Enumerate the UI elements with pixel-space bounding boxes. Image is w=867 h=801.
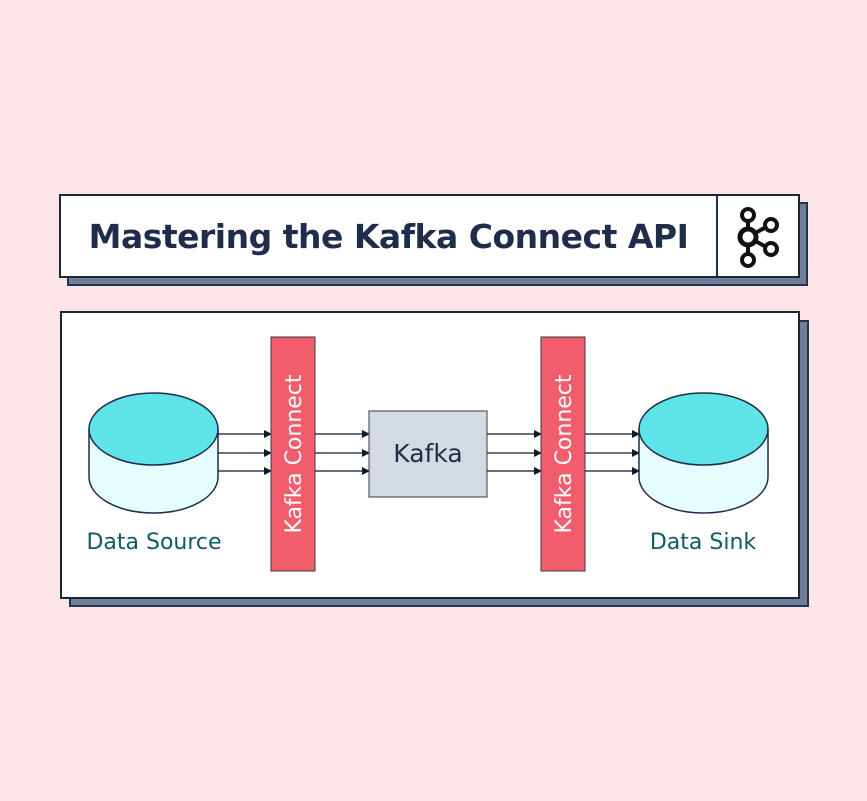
kafka-broker-label: Kafka [393,439,462,468]
title-banner: Mastering the Kafka Connect API [59,194,800,278]
data-sink-label: Data Sink [650,530,757,555]
arrows-connect-to-kafka [315,430,370,475]
page-title: Mastering the Kafka Connect API [88,216,689,256]
data-source-database-icon [88,392,219,514]
kafka-connect-source-bar [270,336,316,572]
data-sink-database-icon [638,392,769,514]
kafka-logo-icon [737,207,779,268]
kafka-connect-sink-bar [540,336,586,572]
arrows-connect-to-sink [585,430,640,475]
arrows-kafka-to-connect [487,430,542,475]
kafka-broker-box [368,410,488,498]
kafka-connect-source-label: Kafka Connect [282,374,307,533]
kafka-connect-sink-label: Kafka Connect [552,374,577,533]
data-source-label: Data Source [86,530,221,555]
title-divider [716,196,718,276]
arrows-source-to-connect [218,430,272,475]
